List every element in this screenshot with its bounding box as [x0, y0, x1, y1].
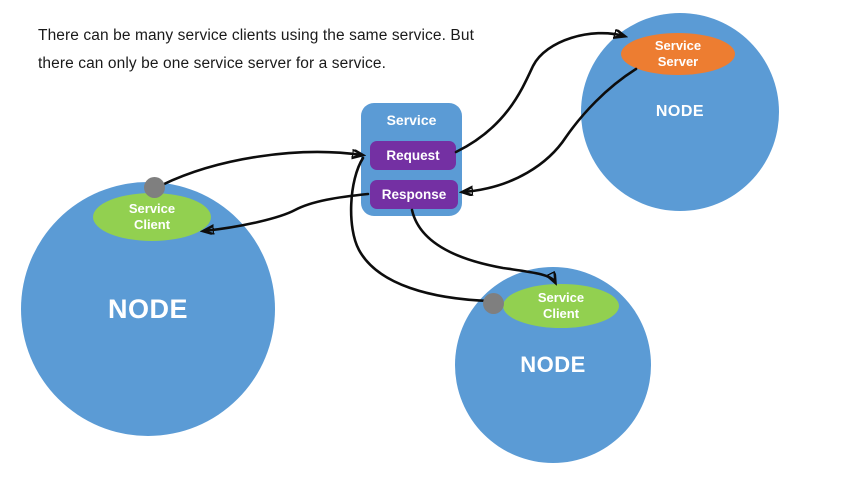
service-box: Service Request Response: [361, 103, 462, 216]
request-label: Request: [386, 148, 440, 163]
request-box: Request: [370, 141, 456, 170]
response-label: Response: [381, 187, 447, 202]
response-box: Response: [370, 180, 458, 209]
edge-left-port-to-request: [160, 152, 362, 187]
caption-line-1: There can be many service clients using …: [38, 27, 474, 44]
service-server-line1: Service: [654, 38, 702, 53]
service-client-bottom-line2: Client: [542, 306, 580, 321]
bottom-node-port: [483, 293, 504, 314]
service-client-bottom-line1: Service: [537, 290, 585, 305]
service-client-left-line2: Client: [133, 217, 171, 232]
caption: There can be many service clients using …: [38, 22, 474, 78]
caption-line-2: there can only be one service server for…: [38, 55, 386, 72]
service-client-badge-bottom: Service Client: [503, 284, 619, 328]
node-bottom-label: NODE: [520, 352, 586, 377]
service-client-left-line1: Service: [128, 201, 176, 216]
node-top-right-label: NODE: [655, 103, 705, 120]
service-server-badge: Service Server: [621, 33, 735, 75]
service-box-title: Service: [386, 112, 437, 128]
service-server-line2: Server: [657, 54, 699, 69]
service-client-badge-left: Service Client: [93, 193, 211, 241]
left-node-port: [144, 177, 165, 198]
node-left-label: NODE: [107, 293, 188, 324]
